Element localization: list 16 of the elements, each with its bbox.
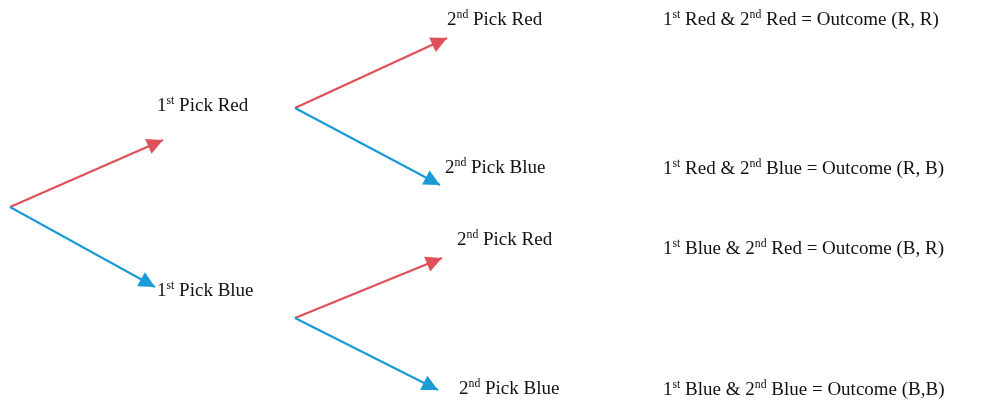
branch-label: 2$^{nd}$ Pick Red bbox=[447, 9, 543, 28]
arrow bbox=[294, 37, 448, 109]
arrow bbox=[294, 107, 441, 186]
outcome-text: 1$^{st}$ Blue & 2$^{nd}$ Red = Outcome (B, R) bbox=[663, 238, 944, 257]
outcome-text: 1$^{st}$ Blue & 2$^{nd}$ Blue = Outcome (B,B) bbox=[663, 379, 945, 398]
arrow bbox=[9, 206, 156, 288]
arrow bbox=[294, 317, 439, 391]
branch-label: 1$^{st}$ Pick Red bbox=[157, 95, 249, 114]
branch-label: 1$^{st}$ Pick Blue bbox=[157, 280, 254, 299]
branch-label: 2$^{nd}$ Pick Blue bbox=[445, 157, 546, 176]
outcome-text: 1$^{st}$ Red & 2$^{nd}$ Blue = Outcome (R, B) bbox=[663, 158, 944, 177]
branch-label: 2$^{nd}$ Pick Blue bbox=[459, 378, 560, 397]
branch-label: 2$^{nd}$ Pick Red bbox=[457, 229, 553, 248]
outcome-text: 1$^{st}$ Red & 2$^{nd}$ Red = Outcome (R, R) bbox=[663, 9, 939, 28]
arrow bbox=[9, 139, 164, 208]
arrow bbox=[294, 256, 443, 319]
